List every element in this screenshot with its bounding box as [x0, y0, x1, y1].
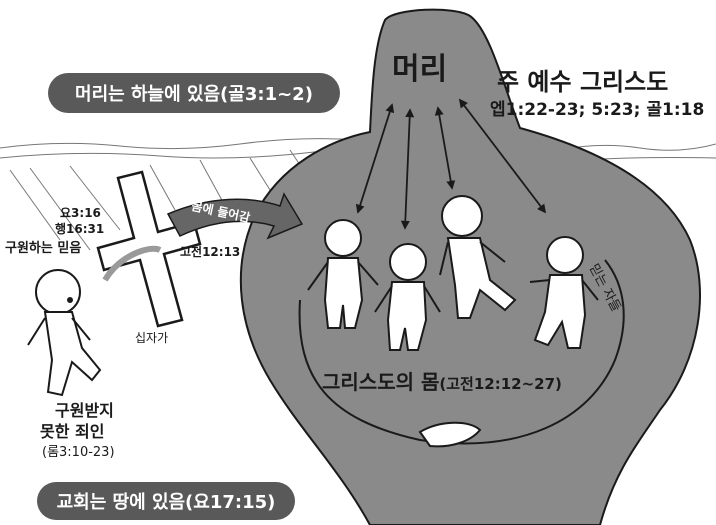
banner-top: 머리는 하늘에 있음(골3:1~2)	[48, 73, 340, 113]
lord-title: 주 예수 그리스도	[497, 68, 669, 96]
head-arrows	[355, 98, 547, 230]
cross-ref-2: 행16:31	[55, 222, 105, 236]
unsaved-line-1: 구원받지	[55, 401, 114, 420]
believer-3	[439, 195, 517, 319]
sinner-figure	[27, 269, 102, 397]
unsaved-line-2: 못한 죄인	[40, 422, 105, 441]
entry-arrow	[166, 192, 304, 240]
head-label: 머리	[392, 52, 448, 87]
body-title-ref: (고전12:12~27)	[439, 375, 562, 393]
hands	[418, 421, 482, 448]
body-title-main: 그리스도의 몸	[322, 370, 440, 394]
embrace-line	[298, 259, 625, 445]
arrow-ref: 고전12:13	[180, 245, 241, 259]
banner-bottom: 교회는 땅에 있음(요17:15)	[37, 482, 295, 520]
body-title: 그리스도의 몸(고전12:12~27)	[322, 372, 562, 392]
cross-label: 십자가	[135, 331, 169, 345]
believer-4	[529, 236, 599, 349]
faith-sweep	[102, 245, 162, 282]
believer-figures	[307, 195, 599, 351]
believer-1	[307, 219, 379, 329]
cross-ref-1: 요3:16	[60, 206, 101, 220]
believer-2	[374, 243, 441, 351]
saving-faith-label: 구원하는 믿음	[5, 241, 82, 256]
lord-refs: 엡1:22-23; 5:23; 골1:18	[490, 100, 705, 120]
unsaved-ref: (롬3:10-23)	[42, 445, 115, 460]
